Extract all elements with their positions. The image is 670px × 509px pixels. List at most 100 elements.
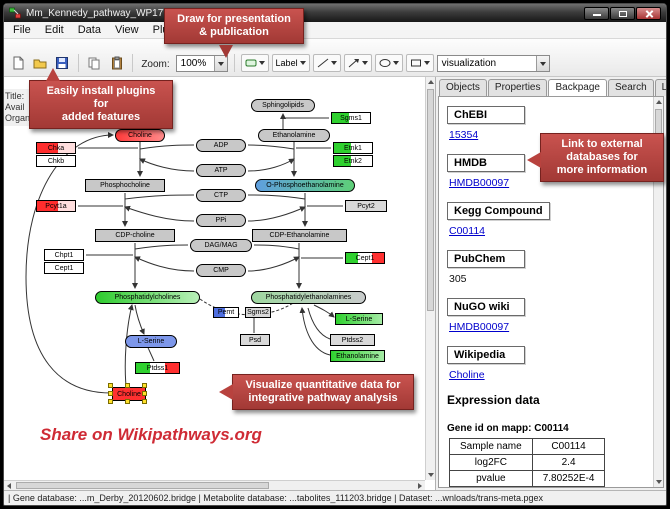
paste-icon <box>111 56 122 70</box>
menu-data[interactable]: Data <box>77 24 101 36</box>
table-cell: log2FC <box>449 454 533 471</box>
table-cell: C00114 <box>531 438 606 455</box>
scroll-down-icon[interactable] <box>427 471 435 479</box>
maximize-button[interactable] <box>610 6 635 20</box>
callout-plugins-line1: Easily install plugins for <box>46 85 156 110</box>
tab-backpage[interactable]: Backpage <box>548 79 607 97</box>
pathway-node[interactable]: Ethanolamine <box>330 350 385 362</box>
pathway-node[interactable]: ATP <box>196 164 246 177</box>
pathway-node[interactable]: Phosphocholine <box>85 179 165 192</box>
arrow-tool-button[interactable] <box>343 54 372 72</box>
pathway-node[interactable]: Ethanolamine <box>258 129 330 142</box>
pathway-node[interactable]: CDP-Ethanolamine <box>252 229 347 242</box>
hmdb-link[interactable]: HMDB00097 <box>449 177 510 189</box>
selection-handle[interactable] <box>108 391 113 396</box>
pathway-node[interactable]: Ptdss2 <box>330 334 375 346</box>
pathway-node[interactable]: Cept1 <box>345 252 385 264</box>
tab-legend[interactable]: Legend <box>654 79 666 96</box>
copy-button[interactable] <box>85 54 104 72</box>
pathway-node[interactable]: Pemt <box>213 307 239 318</box>
pathway-node[interactable]: Etnk1 <box>333 142 373 154</box>
nugo-link[interactable]: HMDB00097 <box>449 321 510 333</box>
callout-draw-line2: & publication <box>199 26 269 38</box>
backpage-section-wikipedia: Wikipedia Choline <box>447 345 645 381</box>
menu-edit[interactable]: Edit <box>44 24 64 36</box>
pathway-node[interactable]: Chpt1 <box>44 249 84 261</box>
paste-button[interactable] <box>107 54 126 72</box>
zoom-combobox[interactable]: 100% <box>175 55 228 72</box>
pathway-node[interactable]: Sgms1 <box>331 112 371 124</box>
pathway-node[interactable]: L-Serine <box>125 335 177 348</box>
visualization-combobox[interactable]: visualization <box>436 55 550 72</box>
pathway-node[interactable]: Choline <box>115 129 165 142</box>
pathway-node[interactable]: ADP <box>196 139 246 152</box>
shape-tool-button[interactable] <box>374 54 403 72</box>
scroll-right-icon[interactable] <box>416 482 424 490</box>
selection-handle[interactable] <box>125 399 130 404</box>
pathway-node[interactable]: Chka <box>36 142 76 154</box>
selection-handle[interactable] <box>142 399 147 404</box>
selection-handle[interactable] <box>108 399 113 404</box>
pathway-node[interactable]: Pcyt1a <box>36 200 76 212</box>
chebi-link[interactable]: 15354 <box>449 129 479 141</box>
save-button[interactable] <box>53 54 72 72</box>
menu-view[interactable]: View <box>114 24 139 36</box>
pathway-node[interactable]: Sphingolipids <box>251 99 315 112</box>
visualization-dropdown-arrow[interactable] <box>536 56 549 71</box>
maximize-icon <box>619 10 627 17</box>
tab-objects[interactable]: Objects <box>439 79 487 96</box>
pathway-node[interactable]: Psd <box>240 334 270 346</box>
template-tool-button[interactable] <box>405 54 434 72</box>
tab-search[interactable]: Search <box>607 79 654 96</box>
pathway-node[interactable]: DAG/MAG <box>190 239 252 252</box>
zoom-dropdown-arrow[interactable] <box>213 56 227 71</box>
pathway-node[interactable]: Pcyt2 <box>345 200 387 212</box>
tab-properties[interactable]: Properties <box>487 79 548 96</box>
pathway-node[interactable]: CDP-choline <box>95 229 175 242</box>
pathway-node[interactable]: PPi <box>196 214 246 227</box>
menu-file[interactable]: File <box>13 24 31 36</box>
label-tool-button[interactable]: Label <box>271 54 310 72</box>
vertical-scrollbar[interactable] <box>425 77 435 480</box>
label-tool-text: Label <box>275 58 298 68</box>
hmdb-header: HMDB <box>447 154 525 172</box>
status-bar: | Gene database: ...m_Derby_20120602.bri… <box>4 490 666 505</box>
zoom-value: 100% <box>180 58 207 69</box>
pathway-node[interactable]: Chkb <box>36 155 76 167</box>
datanode-tool-button[interactable] <box>240 54 269 72</box>
scroll-left-icon[interactable] <box>5 482 13 490</box>
selection-handle[interactable] <box>108 383 113 388</box>
title-bar[interactable]: Mm_Kennedy_pathway_WP1771_45176.gpml <box>4 4 666 22</box>
vertical-scroll-thumb[interactable] <box>427 89 434 311</box>
pathway-node[interactable]: Cept1 <box>44 262 84 274</box>
scroll-down-icon[interactable] <box>655 478 663 486</box>
selection-handle[interactable] <box>142 383 147 388</box>
close-button[interactable] <box>636 6 661 20</box>
pathway-node[interactable]: CTP <box>196 189 246 202</box>
pathway-node[interactable]: L-Serine <box>335 313 383 325</box>
backpage-section-nugo: NuGO wiki HMDB00097 <box>447 297 645 333</box>
nugo-header: NuGO wiki <box>447 298 525 316</box>
pathway-node[interactable]: Phosphatidylcholines <box>95 291 200 304</box>
scroll-up-icon[interactable] <box>655 98 663 106</box>
new-file-button[interactable] <box>8 54 27 72</box>
horizontal-scroll-thumb[interactable] <box>16 482 269 489</box>
pathway-node[interactable]: Ptdss1 <box>135 362 180 374</box>
minimize-button[interactable] <box>584 6 609 20</box>
pathway-node[interactable]: Sgms2 <box>245 307 271 318</box>
wikipedia-link[interactable]: Choline <box>449 369 485 381</box>
pathway-node[interactable]: O-Phosphoethanolamine <box>255 179 355 192</box>
line-tool-button[interactable] <box>312 54 341 72</box>
open-button[interactable] <box>30 54 49 72</box>
kegg-link[interactable]: C00114 <box>449 225 486 237</box>
chevron-down-icon <box>392 61 399 65</box>
share-note: Share on Wikipathways.org <box>40 425 262 444</box>
scroll-up-icon[interactable] <box>427 78 435 86</box>
pathway-node[interactable]: Phosphatidylethanolamines <box>251 291 366 304</box>
horizontal-scrollbar[interactable] <box>4 480 425 490</box>
selection-handle[interactable] <box>125 383 130 388</box>
pathway-node[interactable]: CMP <box>196 264 246 277</box>
pathway-node[interactable]: Etnk2 <box>333 155 373 167</box>
selection-handle[interactable] <box>142 391 147 396</box>
chevron-down-icon <box>540 61 546 66</box>
